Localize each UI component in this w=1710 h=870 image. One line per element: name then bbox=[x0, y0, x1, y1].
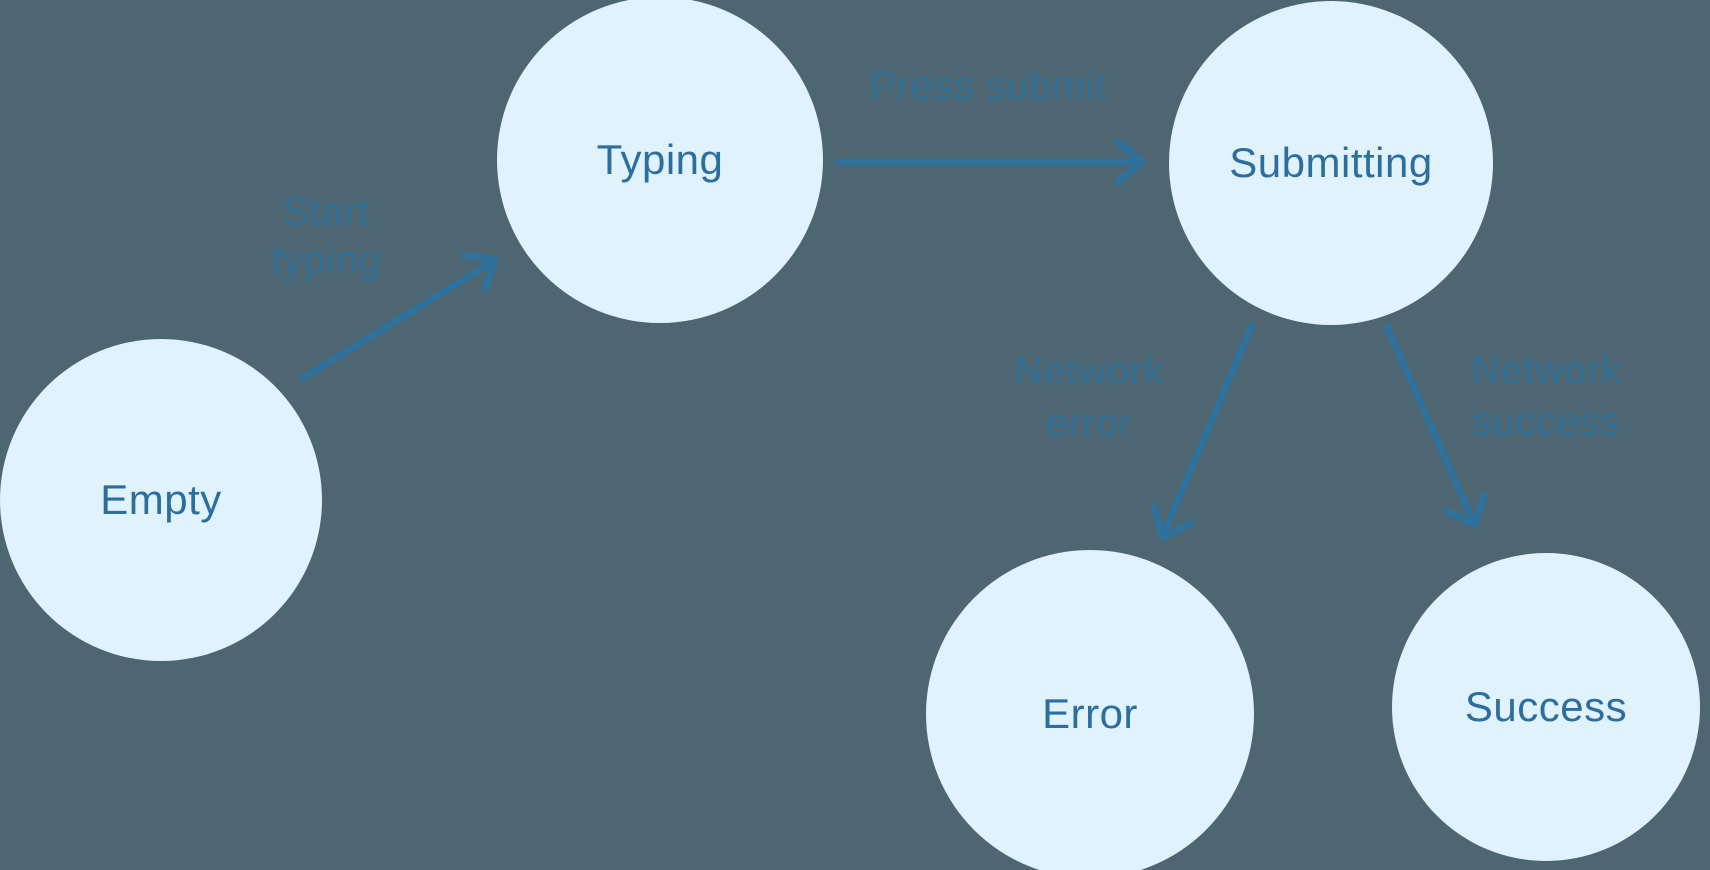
edge-line bbox=[299, 258, 496, 382]
edge-line bbox=[1383, 323, 1477, 525]
edge-label-line: Press submit bbox=[869, 64, 1107, 108]
arrowhead-icon bbox=[1150, 503, 1195, 541]
arrowhead-icon bbox=[1443, 491, 1488, 529]
state-node-submitting: Submitting bbox=[1169, 1, 1493, 325]
arrowhead-icon bbox=[1114, 138, 1146, 186]
state-node-typing: Typing bbox=[497, 0, 823, 323]
edge-label-line: Network bbox=[1013, 349, 1165, 393]
edge-arrow-start-typing bbox=[299, 251, 499, 382]
edge-label-line: Network bbox=[1470, 348, 1622, 392]
arrowhead-icon bbox=[460, 251, 499, 293]
edge-arrow-press-submit bbox=[833, 138, 1146, 186]
edge-label-network-success: Network success bbox=[1471, 344, 1621, 448]
edge-arrow-network-error bbox=[1150, 321, 1256, 541]
state-node-error: Error bbox=[926, 550, 1254, 870]
state-label-submitting: Submitting bbox=[1229, 139, 1433, 186]
edge-label-line: success bbox=[1471, 400, 1620, 444]
edge-label-network-error: Network error bbox=[1014, 345, 1164, 449]
edge-label-line: Start bbox=[282, 190, 370, 234]
edge-label-line: error bbox=[1045, 401, 1133, 445]
edge-label-line: typing bbox=[271, 238, 381, 282]
edge-arrow-network-success bbox=[1383, 323, 1488, 529]
state-label-success: Success bbox=[1464, 683, 1628, 730]
edge-label-press-submit: Press submit bbox=[869, 60, 1106, 112]
edge-label-start-typing: Start typing bbox=[271, 188, 381, 284]
state-label-empty: Empty bbox=[100, 476, 222, 523]
state-node-empty: Empty bbox=[0, 339, 322, 661]
state-label-error: Error bbox=[1042, 690, 1138, 737]
state-node-success: Success bbox=[1392, 553, 1700, 861]
state-label-typing: Typing bbox=[596, 136, 724, 183]
edge-line bbox=[1160, 321, 1256, 537]
